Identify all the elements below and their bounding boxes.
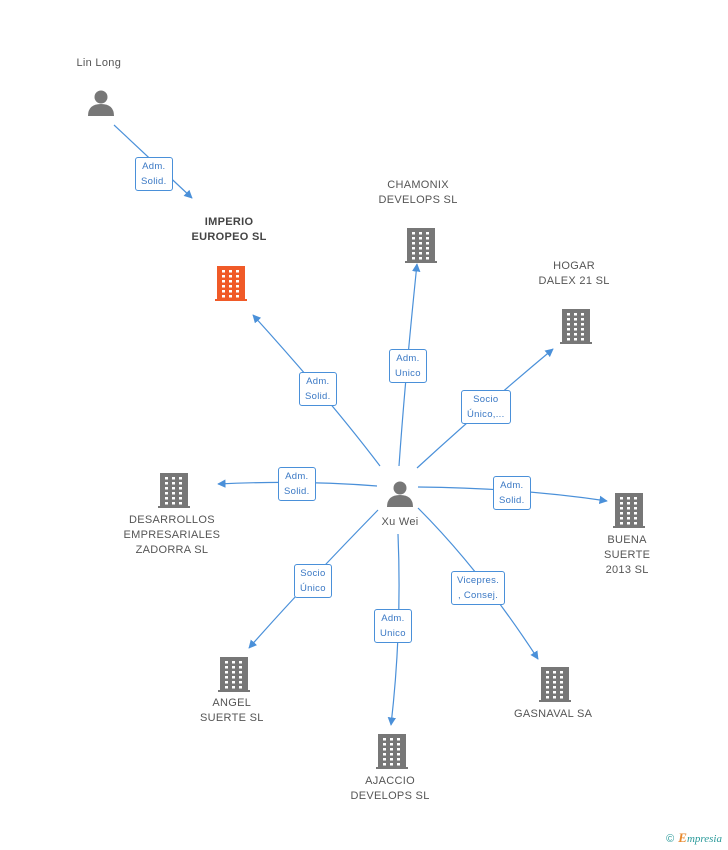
edge-label-xuwei-imperio[interactable]: Adm. Solid.: [299, 372, 337, 406]
person-icon[interactable]: [387, 481, 413, 508]
node-label-lin[interactable]: Lin Long: [76, 56, 122, 69]
building-icon[interactable]: [560, 309, 592, 344]
edge-label-xuwei-gasnaval[interactable]: Vicepres. , Consej.: [451, 571, 506, 605]
edge-label-xuwei-desarrollos[interactable]: Adm. Solid.: [278, 467, 316, 501]
node-label-buena[interactable]: BUENA SUERTE 2013 SL: [604, 534, 651, 576]
edge-label-xuwei-buena[interactable]: Adm. Solid.: [493, 476, 531, 510]
edge-label-xuwei-chamonix[interactable]: Adm. Unico: [389, 349, 427, 383]
person-icon[interactable]: [88, 90, 114, 117]
building-icon[interactable]: [218, 657, 250, 692]
copyright-symbol: ©: [666, 833, 675, 845]
building-icon[interactable]: [376, 734, 408, 769]
building-icon[interactable]: [539, 667, 571, 702]
node-label-angel[interactable]: ANGEL SUERTE SL: [200, 697, 264, 724]
edge-label-xuwei-hogar[interactable]: Socio Único,...: [461, 390, 511, 424]
node-label-xuwei[interactable]: Xu Wei: [381, 516, 419, 528]
node-label-gasnaval[interactable]: GASNAVAL SA: [514, 708, 593, 720]
building-icon[interactable]: [158, 473, 190, 508]
building-icon[interactable]: [215, 266, 247, 301]
building-icon[interactable]: [405, 228, 437, 263]
node-label-ajaccio[interactable]: AJACCIO DEVELOPS SL: [350, 775, 430, 802]
brand-logo-letter: E: [678, 830, 687, 845]
node-label-hogar[interactable]: HOGAR DALEX 21 SL: [538, 260, 610, 287]
edge-label-xuwei-angel[interactable]: Socio Único: [294, 564, 332, 598]
building-icon[interactable]: [613, 493, 645, 528]
edge-label-xuwei-ajaccio[interactable]: Adm. Unico: [374, 609, 412, 643]
footer-brand[interactable]: ©Empresia: [666, 830, 722, 846]
node-label-desarrollos[interactable]: DESARROLLOS EMPRESARIALES ZADORRA SL: [123, 514, 221, 556]
brand-name: mpresia: [686, 833, 722, 845]
node-label-imperio[interactable]: IMPERIO EUROPEO SL: [191, 216, 267, 243]
node-label-chamonix[interactable]: CHAMONIX DEVELOPS SL: [378, 179, 458, 206]
edge-label-lin-imperio[interactable]: Adm. Solid.: [135, 157, 173, 191]
